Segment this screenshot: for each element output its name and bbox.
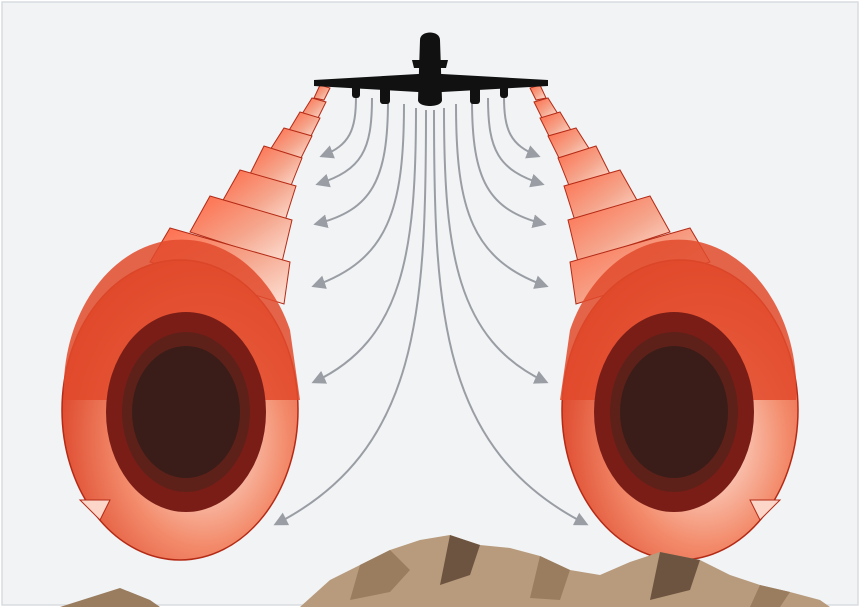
aircraft-engine: [500, 84, 508, 98]
aircraft-engine: [352, 84, 360, 98]
aircraft-tail: [412, 60, 448, 68]
right-vortex-core: [620, 346, 728, 478]
aircraft-engine: [380, 86, 390, 104]
right-vortex-main: [560, 240, 798, 560]
aircraft-engine: [470, 86, 480, 104]
left-vortex-core: [132, 346, 240, 478]
aircraft-fuselage: [418, 33, 442, 107]
left-vortex-main: [62, 240, 300, 560]
